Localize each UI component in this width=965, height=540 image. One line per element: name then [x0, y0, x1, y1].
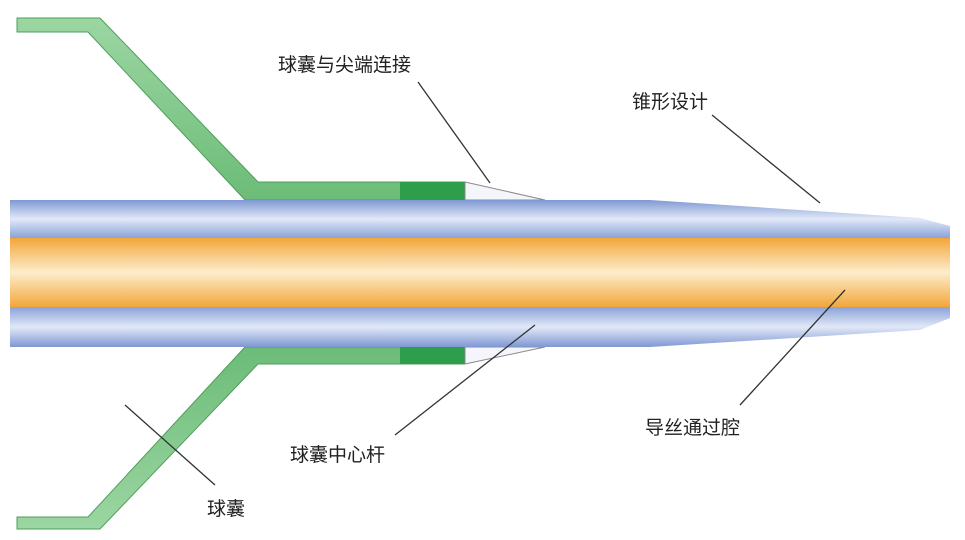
label-balloon-inner-shaft: 球囊中心杆	[290, 444, 386, 466]
label-tapered-design: 锥形设计	[632, 91, 709, 113]
label-balloon-tip-connection: 球囊与尖端连接	[278, 54, 412, 76]
balloon-upper	[16, 17, 466, 201]
leader-line-guidewire-lumen	[739, 289, 846, 406]
leader-line-balloon	[124, 404, 216, 486]
leader-line-tip-connection	[417, 81, 491, 184]
label-balloon: 球囊	[207, 498, 246, 520]
guidewire-lumen	[10, 238, 950, 307]
inner-shaft-upper-wall	[10, 200, 950, 238]
inner-shaft-lower-wall	[10, 307, 950, 347]
leader-line-tapered-design	[711, 114, 821, 204]
leader-line-inner-shaft	[394, 324, 536, 436]
tip-connection-lower	[464, 346, 546, 365]
tip-connection-upper	[464, 181, 546, 201]
label-guidewire-lumen: 导丝通过腔	[645, 417, 741, 439]
